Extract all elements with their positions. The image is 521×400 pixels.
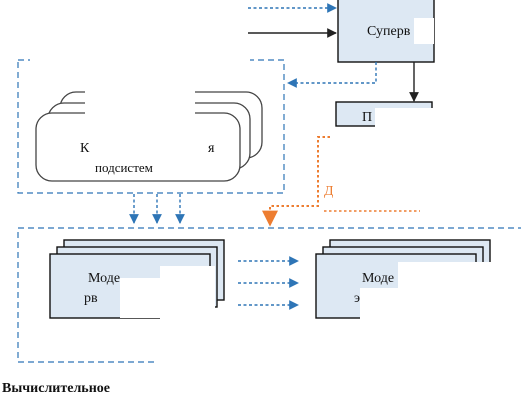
model-right-label-top: Моде bbox=[362, 271, 394, 286]
subsystem-mask-mid-row bbox=[94, 138, 204, 150]
supervisor-mask bbox=[414, 18, 434, 44]
supervisor-label: Суперв bbox=[367, 24, 411, 39]
lower-right-label: П bbox=[362, 110, 372, 125]
model-right-mask bbox=[360, 288, 510, 324]
orange-mask bbox=[333, 180, 433, 207]
model-right-label-bottom: э bbox=[354, 291, 360, 306]
subsystem-label-mid: я bbox=[208, 141, 215, 156]
subsystem-label-top: К bbox=[80, 141, 90, 156]
orange-dotted-path bbox=[262, 136, 330, 227]
orange-label: Д bbox=[324, 184, 334, 199]
model-right-mask-2 bbox=[398, 262, 510, 292]
subsystem-label-bottom: подсистем bbox=[95, 160, 153, 175]
dashed-return-path bbox=[287, 62, 377, 88]
subsystem-mask-left bbox=[20, 62, 86, 86]
model-left-mask-2 bbox=[160, 266, 215, 326]
model-left-label-bottom: рв bbox=[84, 291, 98, 306]
lower-left-mask bbox=[155, 327, 521, 400]
environment-caption: Вычислительное bbox=[2, 381, 110, 396]
model-left-label-top: Моде bbox=[88, 271, 120, 286]
lower-right-mask bbox=[375, 108, 433, 130]
subsystem-mask-center bbox=[85, 85, 195, 143]
